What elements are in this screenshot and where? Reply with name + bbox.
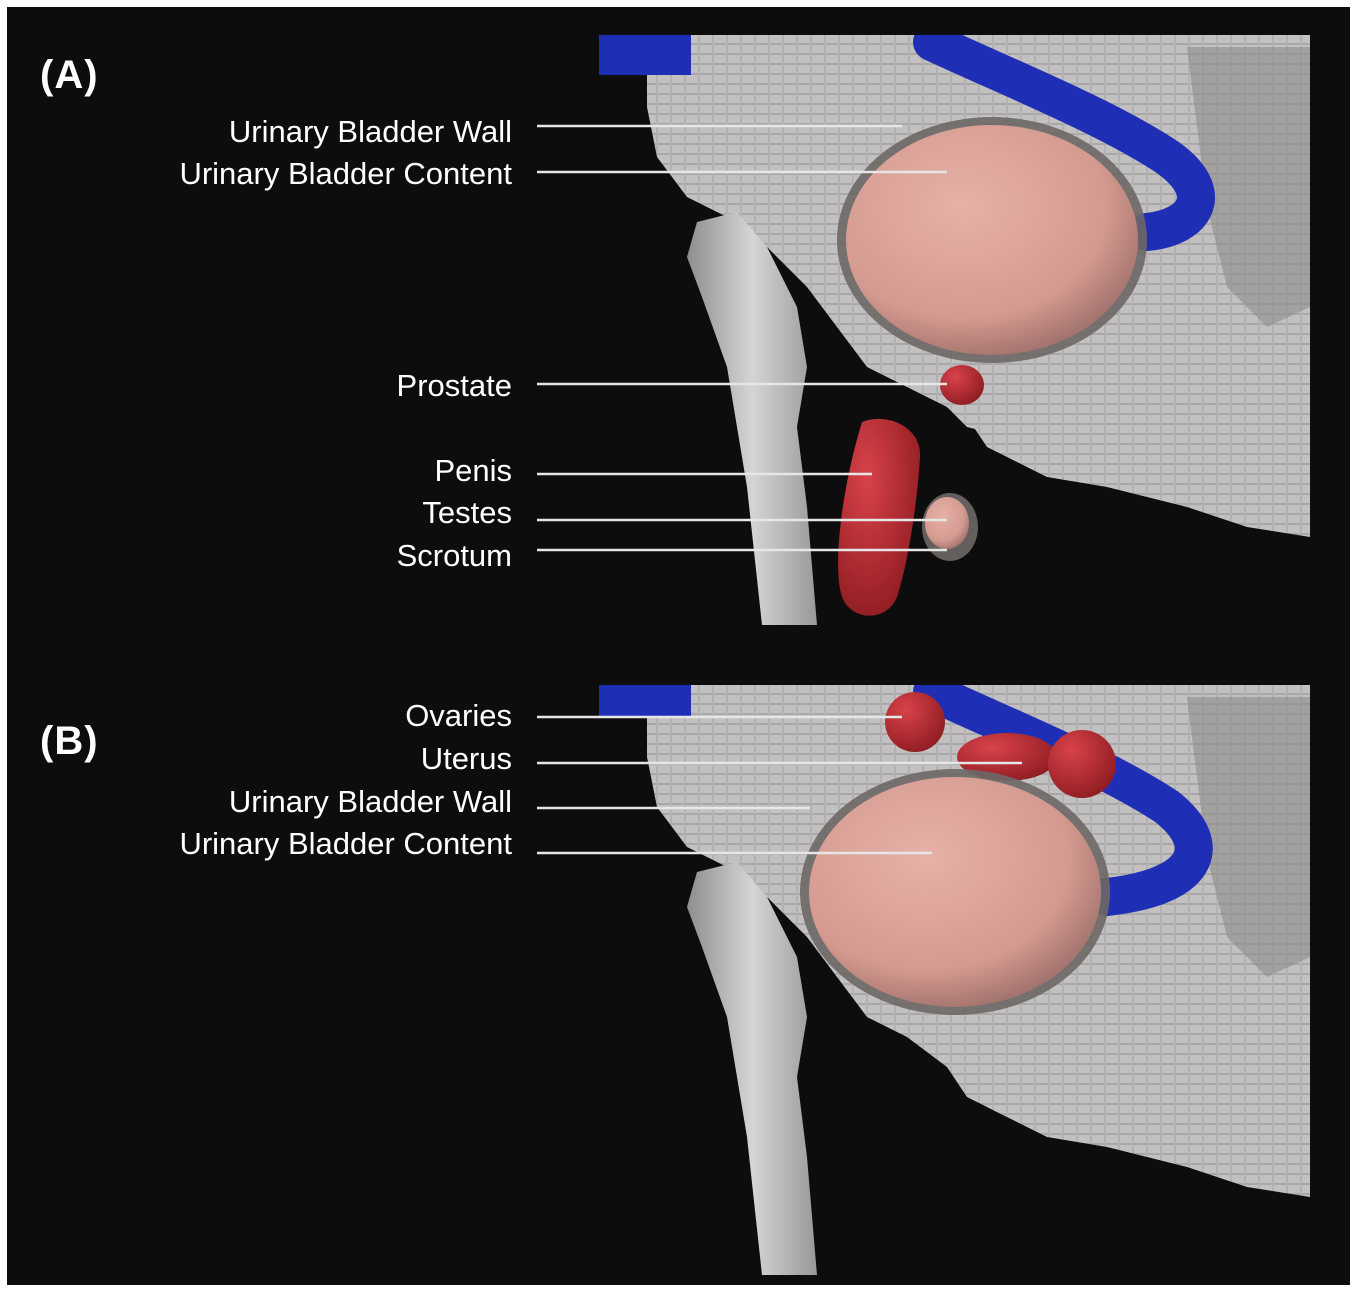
ovary-right	[1048, 730, 1116, 798]
panel-label-b: (B)	[40, 719, 99, 764]
callout-label: Urinary Bladder Wall	[229, 116, 512, 147]
bladder-content-a	[846, 125, 1138, 355]
callout-label: Uterus	[421, 743, 512, 774]
panel-label-a: (A)	[40, 53, 99, 98]
callout-label: Scrotum	[397, 540, 512, 571]
testes	[925, 497, 969, 549]
figure: (A) Urinary Bladder Wall Urinary Bladder…	[7, 7, 1350, 1285]
vessel-top	[599, 35, 691, 75]
panel-b-render	[599, 685, 1310, 1275]
callout-label: Testes	[422, 497, 512, 528]
penis	[838, 419, 920, 616]
anatomy-illustration	[7, 7, 1350, 1285]
callout-label: Urinary Bladder Content	[179, 828, 512, 859]
callout-label: Prostate	[397, 370, 512, 401]
vessel-top-b	[599, 685, 691, 717]
ovary-left	[885, 692, 945, 752]
callout-label: Penis	[434, 455, 512, 486]
callout-label: Urinary Bladder Content	[179, 158, 512, 189]
callout-label: Ovaries	[405, 700, 512, 731]
bladder-content-b	[809, 777, 1101, 1007]
panel-a-render	[599, 35, 1310, 625]
callout-label: Urinary Bladder Wall	[229, 786, 512, 817]
